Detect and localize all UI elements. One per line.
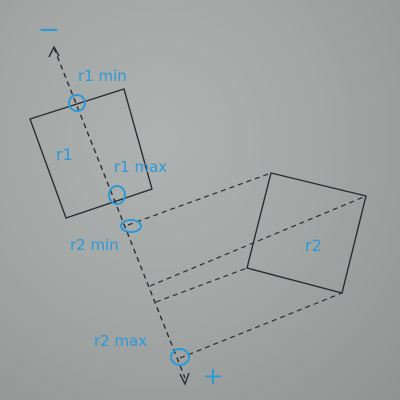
label-r1: r1 [56,145,73,164]
rect-r2 [246,172,367,294]
label-r2-min: r2 min [70,236,119,254]
projection-axis [53,47,186,379]
projection-line-r2-a [149,195,367,287]
projection-line-r2-max [179,292,343,359]
marker-r2-min [120,219,142,233]
label-r2: r2 [305,236,322,255]
plus-sign: + [203,362,223,390]
marker-r1-max [108,185,126,205]
axis-arrow-top-icon [48,45,60,58]
marker-r1-min [68,94,86,112]
label-r1-max: r1 max [114,158,167,176]
minus-sign: − [38,15,60,45]
projection-line-r2-min [127,172,272,226]
rect-r1 [29,88,153,219]
label-r2-max: r2 max [94,332,147,350]
projection-line-r2-b [155,267,248,303]
axis-arrow-bottom-icon [179,372,190,386]
marker-r2-max [170,348,190,366]
label-r1-min: r1 min [78,67,127,85]
